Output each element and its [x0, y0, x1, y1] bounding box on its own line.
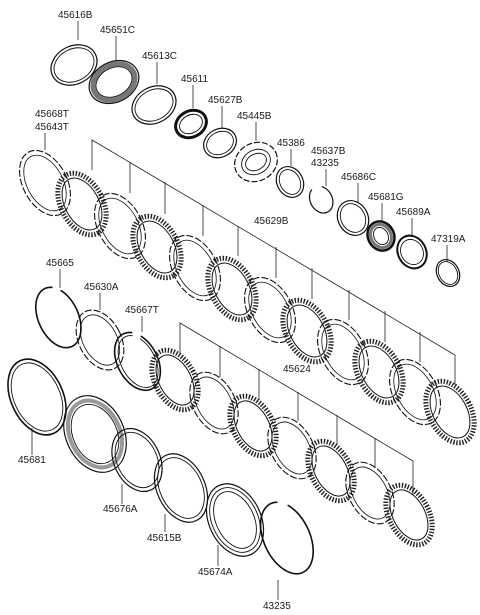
label-45668T: 45668T: [35, 109, 69, 120]
label-45386: 45386: [277, 138, 305, 149]
label-45681: 45681: [18, 455, 46, 466]
ring-45386: [275, 166, 305, 198]
friction-disc: [205, 255, 259, 323]
friction-disc: [149, 347, 201, 413]
ring-45613C: [131, 85, 177, 125]
friction-disc: [55, 170, 109, 238]
piston-45674A: [205, 483, 265, 557]
lower-clutch-pack: [149, 347, 435, 548]
steel-plate: [94, 192, 146, 260]
middle-parts: [34, 286, 162, 392]
label-45630A: 45630A: [84, 282, 119, 293]
friction-disc: [423, 378, 477, 446]
piston-45651C: [88, 59, 140, 105]
snap-ring-45665: [34, 286, 82, 349]
label-47319A: 47319A: [431, 234, 466, 245]
ring-45615B: [153, 453, 209, 523]
label-45643T: 45643T: [35, 122, 69, 133]
label-45637B: 45637B: [311, 146, 346, 157]
label-45686C: 45686C: [341, 172, 376, 183]
label-45613C: 45613C: [142, 51, 177, 62]
steel-plate: [244, 276, 296, 344]
steel-plate: [345, 461, 395, 525]
label-45674A: 45674A: [198, 567, 233, 578]
friction-disc: [280, 297, 334, 365]
steel-plate: [317, 318, 369, 386]
steel-plate-45668T: [19, 149, 71, 217]
ring-45627B: [203, 127, 237, 159]
friction-disc: [352, 338, 406, 406]
friction-disc: [130, 213, 184, 281]
ring-45681: [7, 358, 67, 436]
label-45629B: 45629B: [254, 216, 289, 227]
drum-housing: [63, 395, 127, 473]
label-43235-bottom: 43235: [263, 601, 291, 612]
label-45665: 45665: [46, 258, 74, 269]
snap-ring-43235-top: [308, 186, 334, 214]
ring-47319A: [435, 259, 461, 287]
friction-disc: [383, 482, 435, 548]
snap-ring-45616B: [50, 44, 98, 86]
upper-clutch-pack: [19, 149, 477, 446]
label-45445B: 45445B: [237, 111, 272, 122]
leader-lines: [31, 21, 456, 600]
friction-disc: [227, 393, 279, 459]
steel-plate: [389, 358, 441, 426]
label-43235-top: 43235: [311, 158, 339, 169]
seal-45611: [174, 108, 208, 140]
friction-disc: [305, 438, 357, 504]
label-45667T: 45667T: [125, 305, 159, 316]
steel-plate: [267, 416, 317, 480]
label-45615B: 45615B: [147, 533, 182, 544]
steel-plate: [189, 371, 239, 435]
label-45651C: 45651C: [100, 25, 135, 36]
part-labels: 45616B 45651C 45613C 45611 45627B 45445B…: [18, 10, 466, 612]
ring-45686C: [336, 200, 370, 236]
bearing-45681G: [366, 220, 396, 252]
label-45689A: 45689A: [396, 207, 431, 218]
steel-plate: [169, 234, 221, 302]
snap-ring-45667T: [113, 331, 162, 392]
bottom-parts: [7, 358, 314, 575]
label-45627B: 45627B: [208, 95, 243, 106]
label-45676A: 45676A: [103, 504, 138, 515]
ring-45689A: [396, 234, 428, 270]
label-45624: 45624: [283, 364, 311, 375]
label-45681G: 45681G: [368, 192, 404, 203]
ring-45676A: [111, 427, 163, 493]
top-parts: [50, 44, 461, 287]
label-45616B: 45616B: [58, 10, 93, 21]
snap-ring-43235-bottom: [259, 501, 314, 575]
label-45611: 45611: [181, 74, 209, 85]
spring-plate-45445B: [234, 141, 278, 183]
plate-45630A: [75, 309, 125, 371]
